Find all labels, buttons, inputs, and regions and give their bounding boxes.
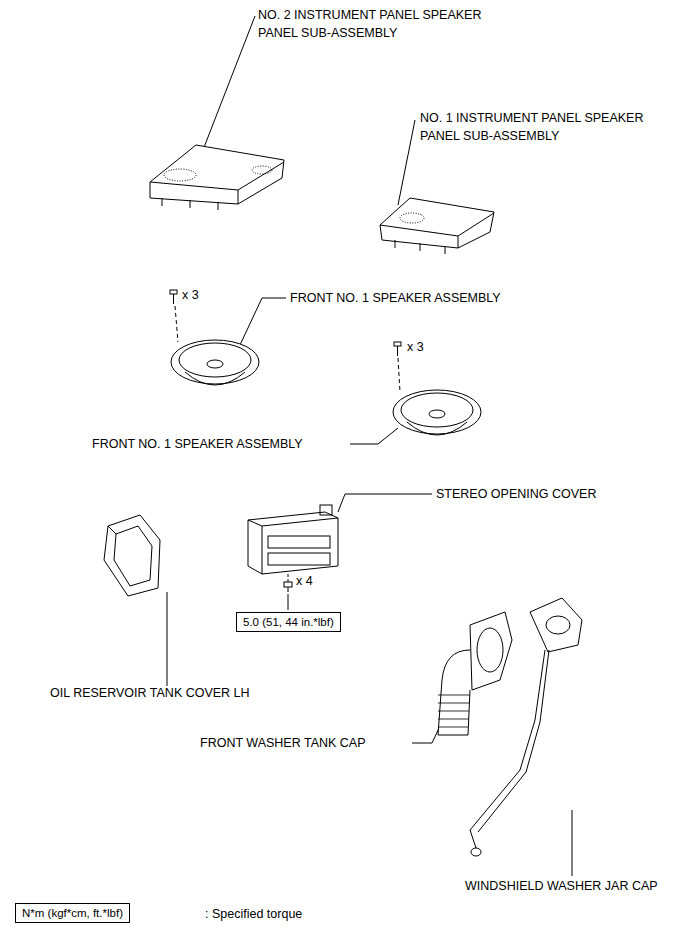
part-name: WINDSHIELD WASHER JAR CAP <box>465 877 658 895</box>
unit-box: N*m (kgf*cm, ft.*lbf) <box>15 903 130 923</box>
part-name: NO. 1 INSTRUMENT PANEL SPEAKER PANEL SUB… <box>420 109 670 145</box>
part-name: FRONT NO. 1 SPEAKER ASSEMBLY <box>290 289 501 307</box>
part-name: FRONT WASHER TANK CAP <box>200 734 366 752</box>
screw <box>170 290 401 392</box>
jar-cap <box>470 598 582 856</box>
quantity-mark: x 3 <box>182 286 199 304</box>
part-name: OIL RESERVOIR TANK COVER LH <box>50 684 250 702</box>
legend-note: : Specified torque <box>205 905 302 923</box>
box-text: 5.0 (51, 44 in.*lbf) <box>243 616 334 628</box>
speaker-panel <box>150 145 284 210</box>
part-name: STEREO OPENING COVER <box>436 485 596 503</box>
speaker <box>171 340 481 435</box>
box-text: N*m (kgf*cm, ft.*lbf) <box>22 907 123 919</box>
part-name: FRONT NO. 1 SPEAKER ASSEMBLY <box>92 435 303 453</box>
washer-cap <box>438 612 512 735</box>
quantity-mark: x 4 <box>296 572 313 590</box>
torque-box: 5.0 (51, 44 in.*lbf) <box>236 612 341 632</box>
quantity-mark: x 3 <box>407 338 424 356</box>
speaker-panel <box>380 198 494 254</box>
stereo-cover <box>248 505 338 592</box>
reservoir-cover <box>104 515 160 596</box>
part-name: NO. 2 INSTRUMENT PANEL SPEAKER PANEL SUB… <box>258 6 508 42</box>
